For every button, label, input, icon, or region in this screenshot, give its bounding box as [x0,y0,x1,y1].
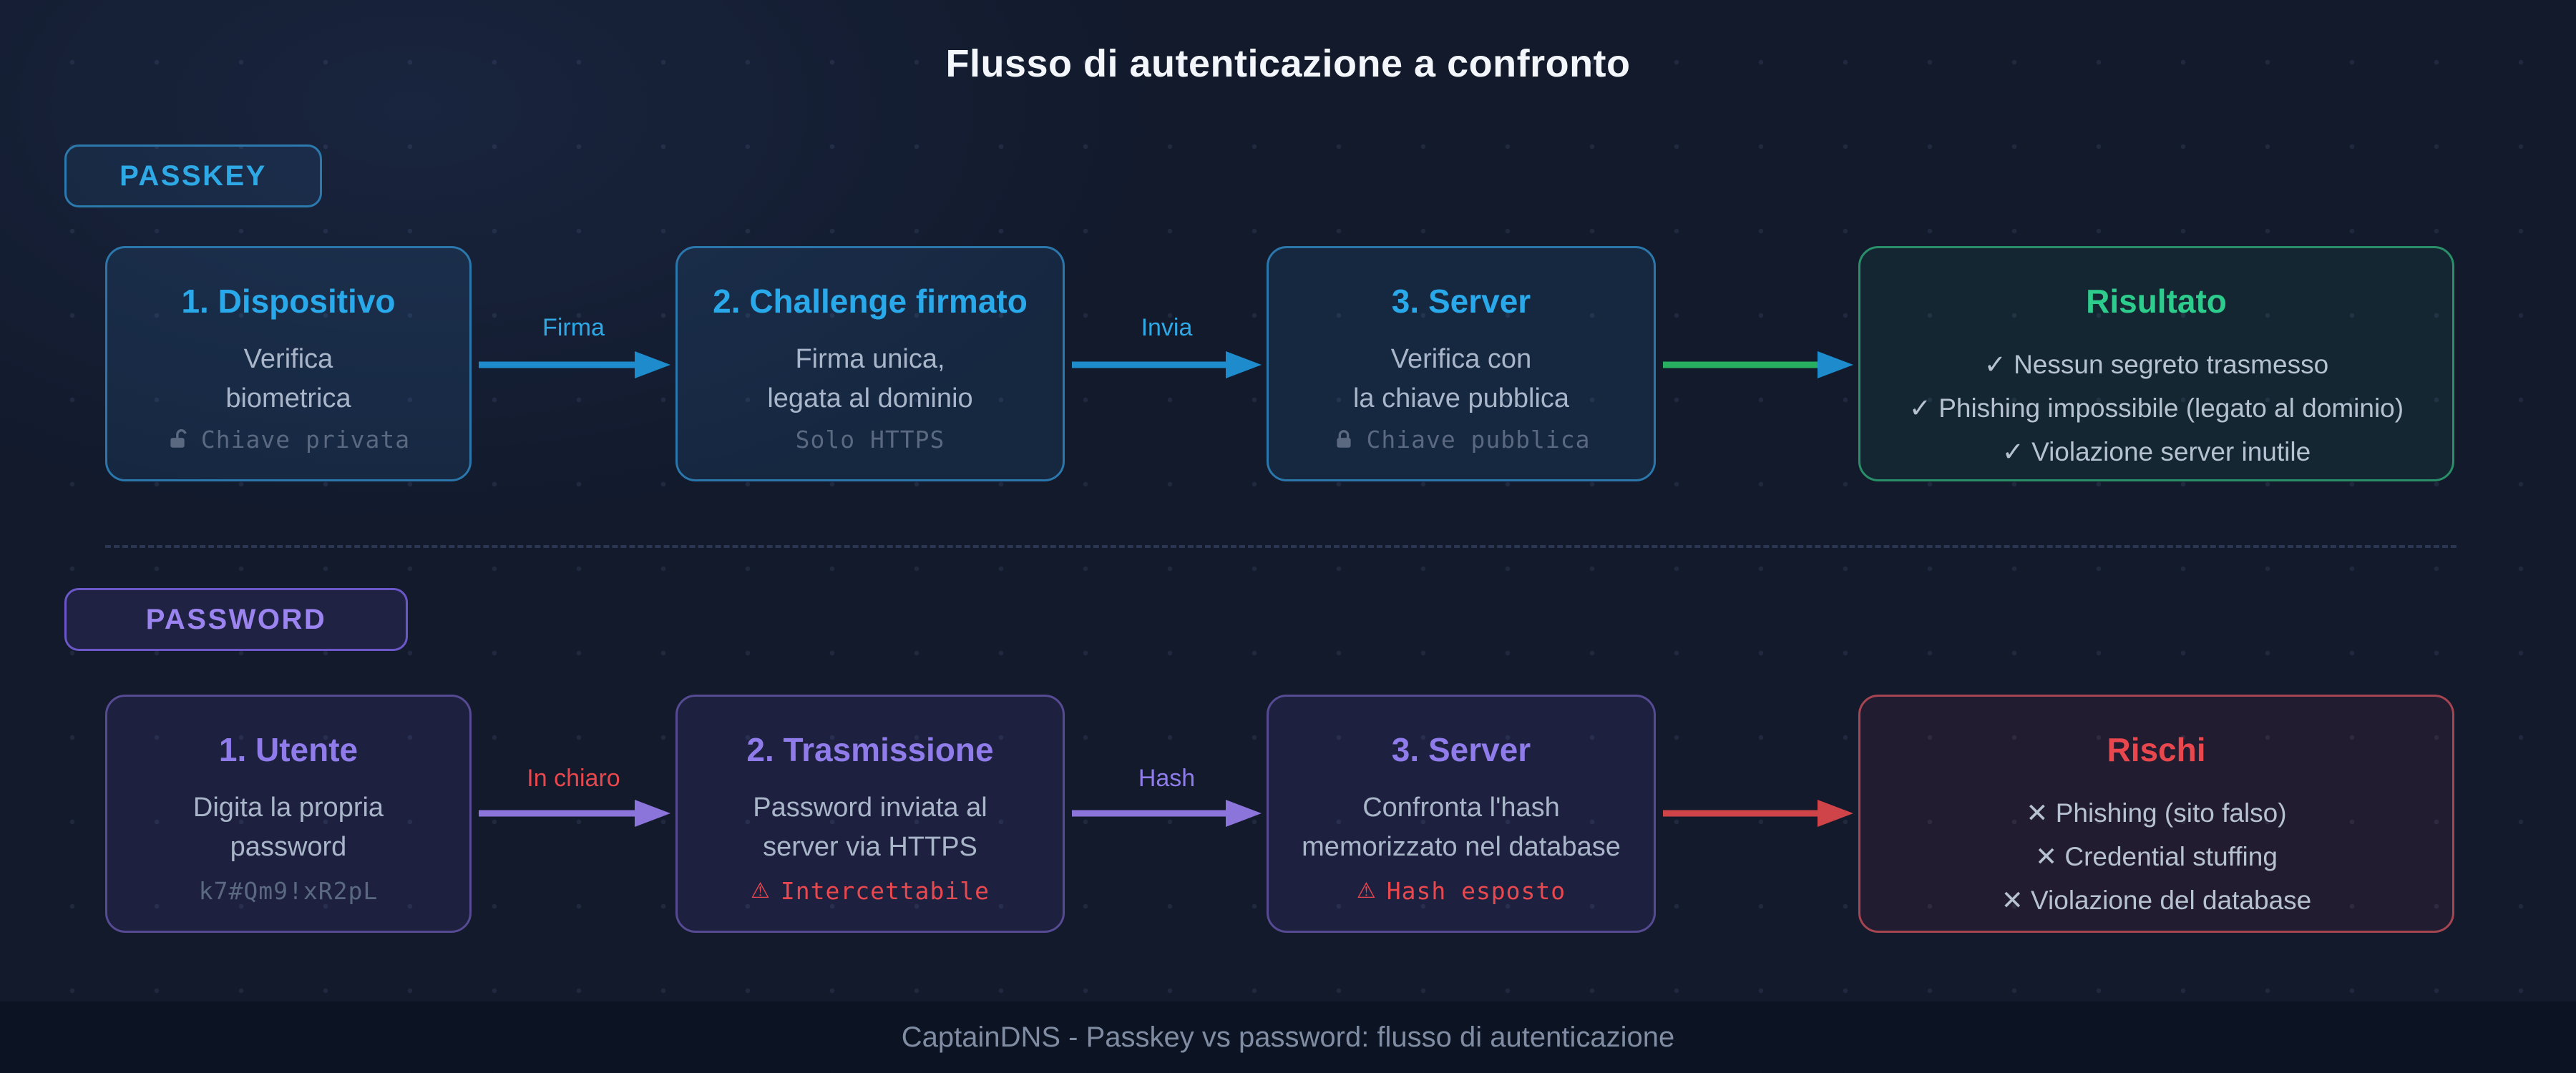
password-step-3-description: Confronta l'hash memorizzato nel databas… [1302,788,1621,867]
result-item: ✓ Nessun segreto trasmesso [1984,350,2329,379]
description-line: Verifica con [1390,344,1532,374]
passkey-step-3-description: Verifica con la chiave pubblica [1353,340,1569,418]
passkey-step-2-description: Firma unica, legata al dominio [767,340,972,418]
passkey-step-2-title: 2. Challenge firmato [713,283,1028,320]
password-step-1-description: Digita la propria password [193,788,384,867]
risk-item: ✕ Violazione del database [2001,886,2312,915]
description-line: password [230,832,347,862]
passkey-step-2-card: 2. Challenge firmato Firma unica, legata… [675,246,1065,481]
passkey-step-3-card: 3. Server Verifica con la chiave pubblic… [1267,246,1656,481]
password-arrow-1 [479,800,670,827]
passkey-arrow-1 [479,351,670,378]
passkey-step-2-note: Solo HTTPS [796,426,945,454]
password-arrow-2 [1072,800,1262,827]
description-line: la chiave pubblica [1352,383,1570,413]
footer-caption: CaptainDNS - Passkey vs password: flusso… [901,1021,1675,1053]
lane-divider [105,545,2457,548]
password-risk-items: ✕ Phishing (sito falso) ✕ Credential stu… [2001,791,2312,922]
password-step-1-note: k7#Qm9!xR2pL [199,877,378,905]
description-line: Verifica [243,344,333,374]
passkey-result-arrow [1663,351,1853,378]
passkey-result-items: ✓ Nessun segreto trasmesso ✓ Phishing im… [1909,343,2404,474]
description-line: legata al dominio [767,383,973,413]
description-line: Firma unica, [795,344,945,374]
password-step-2-note: ⚠ Intercettabile [751,877,990,905]
password-badge: PASSWORD [64,588,408,651]
description-line: Digita la propria [192,793,384,823]
risk-item: ✕ Credential stuffing [2035,842,2278,871]
password-badge-label: PASSWORD [145,603,327,635]
password-risk-title: Rischi [2107,731,2206,768]
risk-item: ✕ Phishing (sito falso) [2026,798,2287,828]
password-risk-arrow [1663,800,1853,827]
password-step-3-card: 3. Server Confronta l'hash memorizzato n… [1267,695,1656,933]
password-step-2-title: 2. Trasmissione [746,731,994,768]
password-step-1-title: 1. Utente [218,731,358,768]
unlock-icon [170,428,187,448]
note-label: Hash esposto [1386,877,1566,905]
note-label: k7#Qm9!xR2pL [198,877,379,905]
lock-icon [1337,429,1352,448]
description-line: Password inviata al [753,793,987,823]
password-step-3-note: ⚠ Hash esposto [1357,877,1566,905]
password-step-3-title: 3. Server [1391,731,1531,768]
password-arrow-1-label: In chiaro [527,765,620,792]
note-label: Solo HTTPS [795,426,945,454]
passkey-result-card: Risultato ✓ Nessun segreto trasmesso ✓ P… [1858,246,2454,481]
passkey-step-1-title: 1. Dispositivo [181,283,396,320]
password-step-2-card: 2. Trasmissione Password inviata al serv… [675,695,1065,933]
result-item: ✓ Phishing impossibile (legato al domini… [1908,393,2404,423]
result-item: ✓ Violazione server inutile [2001,437,2311,466]
password-risk-card: Rischi ✕ Phishing (sito falso) ✕ Credent… [1858,695,2454,933]
passkey-step-1-card: 1. Dispositivo Verifica biometrica Chiav… [105,246,472,481]
note-label: Chiave privata [200,426,411,454]
warning-icon: ⚠ [750,878,771,903]
password-step-1-card: 1. Utente Digita la propria password k7#… [105,695,472,933]
password-arrow-2-label: Hash [1138,765,1196,792]
passkey-step-1-description: Verifica biometrica [225,340,351,418]
passkey-badge: PASSKEY [64,144,322,207]
passkey-result-title: Risultato [2086,283,2227,320]
passkey-arrow-2 [1072,351,1262,378]
note-label: Chiave pubblica [1366,426,1591,454]
passkey-step-3-title: 3. Server [1391,283,1531,320]
description-line: biometrica [225,383,351,413]
warning-icon: ⚠ [1356,878,1377,903]
description-line: server via HTTPS [763,832,977,862]
passkey-arrow-1-label: Firma [542,314,605,341]
password-step-2-description: Password inviata al server via HTTPS [753,788,987,867]
footer-bar: CaptainDNS - Passkey vs password: flusso… [0,1001,2576,1073]
description-line: Confronta l'hash [1362,793,1560,823]
note-label: Intercettabile [780,877,990,905]
passkey-arrow-2-label: Invia [1141,314,1193,341]
passkey-step-1-note: Chiave privata [167,426,410,454]
description-line: memorizzato nel database [1302,832,1621,862]
passkey-badge-label: PASSKEY [119,160,267,192]
page-title: Flusso di autenticazione a confronto [945,42,1631,85]
passkey-step-3-note: Chiave pubblica [1332,426,1590,454]
